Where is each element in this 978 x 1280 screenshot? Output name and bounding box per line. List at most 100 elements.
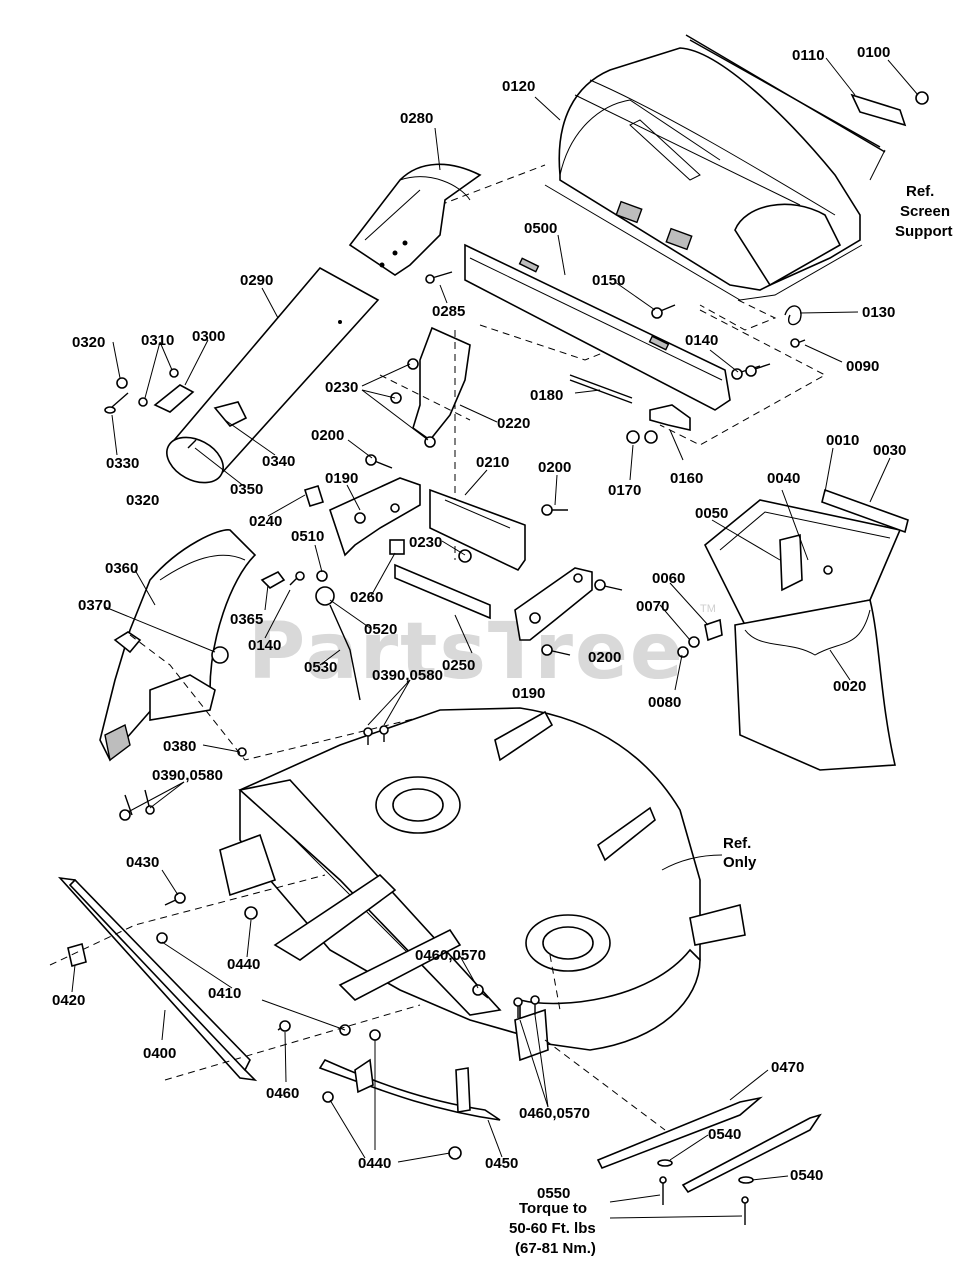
bar-0250 xyxy=(394,563,491,620)
label-0030: 0030 xyxy=(873,442,906,459)
label-0220: 0220 xyxy=(497,415,530,432)
label-0240: 0240 xyxy=(249,513,282,530)
screen-support-0110 xyxy=(685,34,929,153)
label-0350: 0350 xyxy=(230,481,263,498)
chute-0280 xyxy=(348,163,482,276)
label-0140-b: 0140 xyxy=(248,637,281,654)
label-0280: 0280 xyxy=(400,110,433,127)
blades-0470 xyxy=(596,1096,822,1194)
baffle-0400 xyxy=(57,876,258,1082)
rear-rail-0500 xyxy=(464,243,731,411)
label-0230-b: 0230 xyxy=(409,534,442,551)
label-0230-a: 0230 xyxy=(325,379,358,396)
label-0150: 0150 xyxy=(592,272,625,289)
label-0080: 0080 xyxy=(648,694,681,711)
label-0320-a: 0320 xyxy=(72,334,105,351)
label-0460-0570-b: 0460,0570 xyxy=(519,1105,590,1122)
label-0260: 0260 xyxy=(350,589,383,606)
bracket-0210 xyxy=(429,488,526,572)
label-0540-b: 0540 xyxy=(790,1167,823,1184)
label-0290: 0290 xyxy=(240,272,273,289)
watermark: PartsTree xyxy=(248,607,685,697)
label-0370: 0370 xyxy=(78,597,111,614)
label-0310: 0310 xyxy=(141,332,174,349)
label-0440-b: 0440 xyxy=(358,1155,391,1172)
label-0390-0580-b: 0390,0580 xyxy=(152,767,223,784)
torque-note: Torque to xyxy=(519,1200,587,1217)
svg-text:(67-81 Nm.): (67-81 Nm.) xyxy=(515,1240,596,1257)
label-0430: 0430 xyxy=(126,854,159,871)
grass-bag-0010 xyxy=(703,499,902,626)
label-0140-a: 0140 xyxy=(685,332,718,349)
bracket-0160 xyxy=(649,404,691,432)
label-0040: 0040 xyxy=(767,470,800,487)
svg-text:50-60 Ft. lbs: 50-60 Ft. lbs xyxy=(509,1220,596,1237)
label-0410: 0410 xyxy=(208,985,241,1002)
label-0420: 0420 xyxy=(52,992,85,1009)
label-0190-b: 0190 xyxy=(512,685,545,702)
label-0120: 0120 xyxy=(502,78,535,95)
rod-0180 xyxy=(569,374,633,399)
label-0060: 0060 xyxy=(652,570,685,587)
label-0500: 0500 xyxy=(524,220,557,237)
label-0520: 0520 xyxy=(364,621,397,638)
label-0170: 0170 xyxy=(608,482,641,499)
rod-0030 xyxy=(821,488,909,534)
chute-tube-0290 xyxy=(166,266,380,484)
label-0190-a: 0190 xyxy=(325,470,358,487)
label-0180: 0180 xyxy=(530,387,563,404)
label-0320-b: 0320 xyxy=(126,492,159,509)
bag-0020 xyxy=(734,599,896,771)
label-0200-a: 0200 xyxy=(311,427,344,444)
bag-lid-0120 xyxy=(544,47,863,301)
deflector-0360 xyxy=(99,529,257,762)
label-0200-b: 0200 xyxy=(538,459,571,476)
ref-screen-support: Ref. xyxy=(906,183,934,200)
label-0360: 0360 xyxy=(105,560,138,577)
label-0020: 0020 xyxy=(833,678,866,695)
label-0550: 0550 xyxy=(537,1185,570,1202)
label-0300: 0300 xyxy=(192,328,225,345)
label-0440-a: 0440 xyxy=(227,956,260,973)
label-0470: 0470 xyxy=(771,1059,804,1076)
label-0530: 0530 xyxy=(304,659,337,676)
strip-0450 xyxy=(318,1058,501,1121)
brackets-0220 xyxy=(390,326,471,448)
bracket-0190-lower xyxy=(514,567,593,641)
label-0250: 0250 xyxy=(442,657,475,674)
bolt-0285 xyxy=(431,271,453,279)
chute-latch-hardware xyxy=(104,368,248,449)
watermark-tm: TM xyxy=(700,603,716,615)
label-0070: 0070 xyxy=(636,598,669,615)
label-0110: 0110 xyxy=(792,47,825,64)
label-0400: 0400 xyxy=(143,1045,176,1062)
label-0090: 0090 xyxy=(846,358,879,375)
label-0380: 0380 xyxy=(163,738,196,755)
label-0460-0570-a: 0460,0570 xyxy=(415,947,486,964)
label-0460: 0460 xyxy=(266,1085,299,1102)
label-0450: 0450 xyxy=(485,1155,518,1172)
svg-text:Screen: Screen xyxy=(900,203,950,220)
label-0160: 0160 xyxy=(670,470,703,487)
label-0340: 0340 xyxy=(262,453,295,470)
label-0200-c: 0200 xyxy=(588,649,621,666)
label-0510: 0510 xyxy=(291,528,324,545)
label-0210: 0210 xyxy=(476,454,509,471)
part-labels: 0110 0100 0120 0280 Ref. Screen Support … xyxy=(52,44,953,1257)
label-0390-0580-a: 0390,0580 xyxy=(372,667,443,684)
label-0285: 0285 xyxy=(432,303,465,320)
label-0365: 0365 xyxy=(230,611,263,628)
label-0100: 0100 xyxy=(857,44,890,61)
svg-text:Support: Support xyxy=(895,223,953,240)
pin-0130 xyxy=(784,305,802,326)
label-0050: 0050 xyxy=(695,505,728,522)
bracket-0190-upper xyxy=(329,477,421,557)
leader-lines xyxy=(71,57,919,1219)
label-0130: 0130 xyxy=(862,304,895,321)
svg-text:Only: Only xyxy=(723,854,757,871)
label-0330: 0330 xyxy=(106,455,139,472)
ref-only: Ref. xyxy=(723,835,751,852)
label-0540-a: 0540 xyxy=(708,1126,741,1143)
label-0010: 0010 xyxy=(826,432,859,449)
